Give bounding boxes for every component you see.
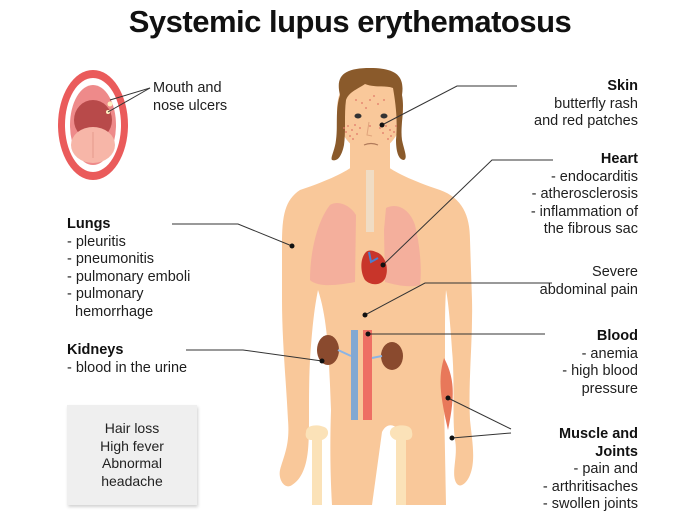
callout-line: - pulmonary	[67, 286, 144, 303]
callout-line: butterfly rash	[554, 95, 638, 112]
diagram-title: Systemic lupus erythematosus	[128, 4, 572, 39]
callout-heading: Muscle and	[559, 426, 638, 442]
symptom-abnormal: Abnormal	[102, 455, 162, 471]
callout-heading: Lungs	[67, 216, 111, 232]
femur-bones	[305, 425, 413, 505]
callout-line: - swollen joints	[542, 496, 638, 513]
callout-line: - arthritisaches	[542, 478, 638, 495]
callout-abdomen: Severe abdominal pain	[540, 264, 638, 299]
callout-line: Mouth and	[153, 80, 222, 96]
callout-line: - anemia	[581, 345, 638, 362]
symptom-hair-loss: Hair loss	[104, 420, 160, 436]
callout-line: pressure	[581, 380, 638, 397]
callout-line: hemorrhage	[75, 303, 154, 320]
callout-mouth: Mouth and nose ulcers	[153, 80, 227, 115]
callout-heading: Blood	[596, 328, 638, 344]
callout-line: abdominal pain	[539, 281, 638, 298]
symptom-headache: headache	[101, 472, 163, 489]
kidneys	[317, 335, 403, 370]
callout-line: - high blood	[562, 363, 638, 380]
mouth-illustration	[58, 70, 128, 180]
callout-line: - pain and	[573, 461, 639, 478]
general-symptoms-box: Hair loss High fever Abnormal headache	[67, 405, 197, 505]
callout-line: - blood in the urine	[67, 359, 188, 376]
forearm-muscle	[440, 358, 453, 430]
callout-blood: Blood - anemia - high blood pressure	[562, 328, 638, 398]
trachea	[366, 170, 374, 232]
hair	[331, 68, 406, 161]
leader-lines	[107, 85, 553, 439]
callout-line: and red patches	[534, 113, 638, 130]
callout-heart: Heart - endocarditis - atherosclerosis -…	[531, 151, 638, 239]
callout-line: - atherosclerosis	[531, 186, 638, 203]
callout-kidneys: Kidneys - blood in the urine	[67, 342, 187, 377]
callout-heading: Kidneys	[67, 342, 124, 358]
body-silhouette	[279, 68, 474, 505]
callout-heading: Joints	[595, 443, 638, 460]
callout-heading: Heart	[600, 151, 638, 167]
heart	[361, 250, 387, 285]
vena-cava	[351, 330, 358, 420]
callout-line: the fibrous sac	[543, 221, 638, 238]
face	[343, 95, 397, 146]
callout-lungs: Lungs - pleuritis - pneumonitis - pulmon…	[67, 216, 190, 322]
callout-line: Severe	[592, 264, 638, 280]
aorta	[363, 330, 372, 420]
callout-line: - pulmonary emboli	[67, 268, 191, 285]
callout-skin: Skin butterfly rash and red patches	[534, 78, 638, 131]
callout-line: - pneumonitis	[67, 251, 155, 268]
callout-line: - inflammation of	[530, 203, 638, 220]
callout-line: - endocarditis	[550, 168, 638, 185]
symptom-high-fever: High fever	[100, 437, 164, 454]
callout-heading: Skin	[607, 78, 638, 94]
leader-dots	[289, 122, 455, 441]
callout-line: nose ulcers	[153, 97, 228, 114]
callout-muscle-joints: Muscle and Joints - pain and - arthritis…	[543, 426, 638, 514]
callout-line: - pleuritis	[67, 233, 126, 250]
